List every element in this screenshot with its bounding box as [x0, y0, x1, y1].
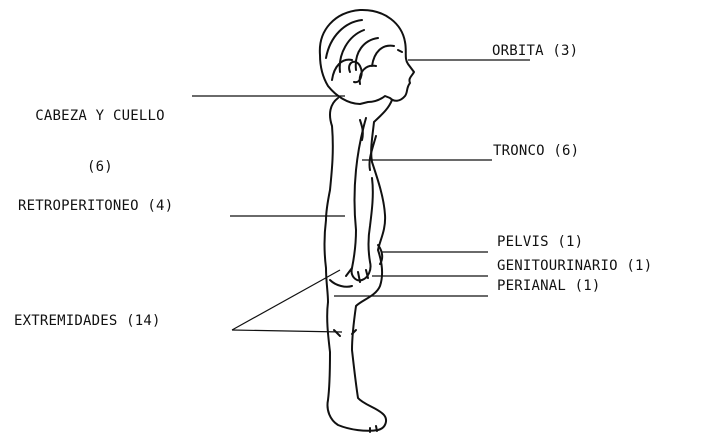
label-perianal: PERIANAL (1): [497, 278, 601, 295]
label-cabeza-line1: CABEZA Y CUELLO: [10, 108, 190, 125]
hair-strands: [326, 20, 394, 84]
leader-extremidades-1: [232, 270, 340, 330]
arm-outline: [346, 118, 373, 282]
label-cabeza-line2: (6): [10, 159, 190, 176]
eye-mark: [398, 50, 402, 52]
body-back-outline: [325, 98, 339, 302]
head-outline: [320, 10, 414, 104]
label-retroperitoneo: RETROPERITONEO (4): [18, 198, 173, 215]
label-orbita: ORBITA (3): [492, 43, 578, 60]
hip-crease: [330, 280, 352, 287]
label-extremidades: EXTREMIDADES (14): [14, 313, 161, 330]
label-pelvis: PELVIS (1): [497, 234, 583, 251]
leader-lines: [192, 60, 530, 332]
label-cabeza-y-cuello: CABEZA Y CUELLO (6): [10, 74, 190, 210]
label-genitourinario: GENITOURINARIO (1): [497, 258, 652, 275]
leader-extremidades-2: [232, 330, 342, 332]
label-tronco: TRONCO (6): [493, 143, 579, 160]
